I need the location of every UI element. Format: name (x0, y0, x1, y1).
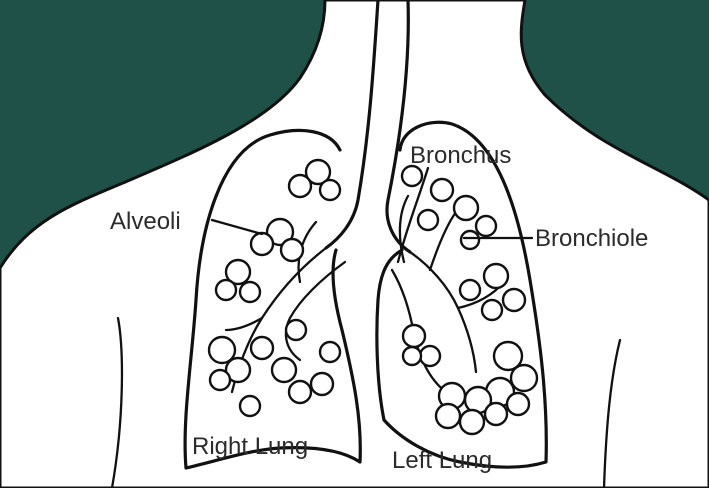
alveolus (403, 347, 421, 365)
alveolus (454, 196, 478, 220)
alveolus (420, 346, 440, 366)
label-bronchus: Bronchus (410, 142, 511, 169)
alveolus (289, 175, 311, 197)
alveolus (431, 179, 453, 201)
alveolus (403, 325, 425, 347)
alveolus (216, 280, 236, 300)
alveolus (240, 396, 260, 416)
label-alveoli: Alveoli (110, 208, 181, 235)
alveolus (484, 264, 508, 288)
alveolus (251, 233, 273, 255)
alveolus (281, 239, 303, 261)
label-right-lung: Right Lung (192, 433, 308, 460)
alveolus (311, 373, 333, 395)
alveolus (210, 370, 230, 390)
alveolus (320, 180, 340, 200)
alveolus (482, 300, 502, 320)
alveolus (286, 320, 306, 340)
alveolus (418, 210, 438, 230)
shaded-alveolus (485, 403, 507, 425)
alveolus (402, 166, 422, 186)
shaded-alveolus (436, 404, 460, 428)
alveolus (289, 381, 311, 403)
label-left-lung: Left Lung (392, 447, 492, 474)
alveolus (251, 337, 273, 359)
alveolus (461, 231, 479, 249)
shaded-alveolus (507, 393, 529, 415)
alveolus (320, 342, 340, 362)
label-bronchiole: Bronchiole (535, 225, 648, 252)
shaded-alveolus (460, 410, 484, 434)
alveolus (476, 216, 496, 236)
alveolus (460, 280, 480, 300)
shaded-alveolus (511, 365, 537, 391)
alveolus (503, 289, 525, 311)
alveolus (272, 358, 296, 382)
alveolus (240, 282, 260, 302)
